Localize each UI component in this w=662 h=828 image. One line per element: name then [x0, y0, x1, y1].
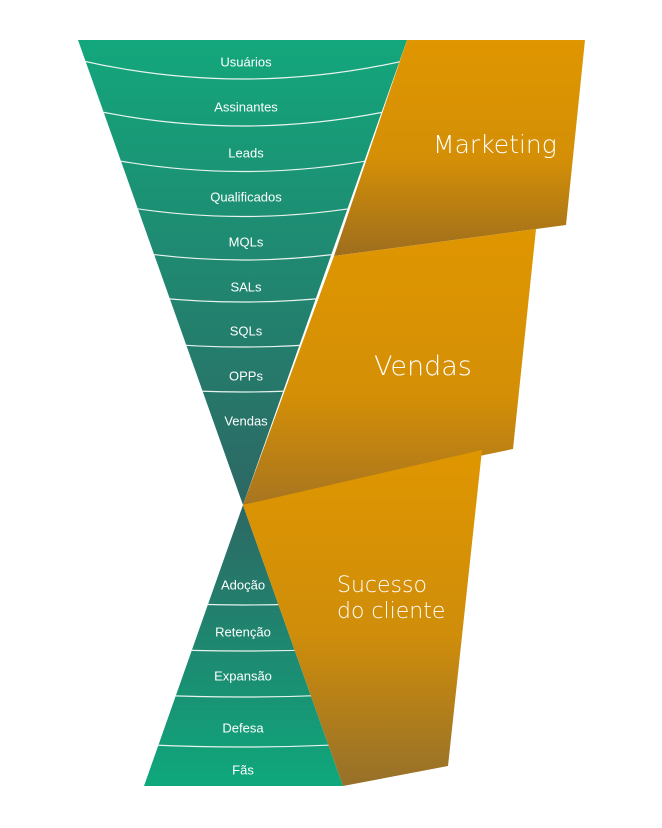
- marketing-title: Marketing: [433, 130, 557, 159]
- sucesso-title-line2: do cliente: [337, 599, 445, 624]
- vendas-title: Vendas: [374, 351, 472, 382]
- stage-label-qualificados: Qualificados: [210, 189, 282, 204]
- stage-label-expansao: Expansão: [214, 668, 272, 683]
- stage-label-defesa: Defesa: [222, 720, 264, 735]
- sucesso-panel: [243, 450, 482, 786]
- vendas-panel: [243, 229, 536, 505]
- stage-label-fas: Fãs: [232, 762, 254, 777]
- stage-label-vendas: Vendas: [224, 413, 268, 428]
- stage-label-opps: OPPs: [229, 368, 263, 383]
- stage-label-mqls: MQLs: [229, 234, 264, 249]
- stage-label-assinantes: Assinantes: [214, 99, 278, 114]
- stage-label-retencao: Retenção: [215, 624, 271, 639]
- sucesso-title-line1: Sucesso: [337, 573, 427, 598]
- stage-label-usuarios: Usuários: [220, 54, 272, 69]
- funnel-bottom-triangle: [144, 505, 343, 786]
- stage-label-adocao: Adoção: [221, 577, 265, 592]
- stage-label-leads: Leads: [228, 145, 264, 160]
- funnel-bottom-dividers: [144, 597, 343, 748]
- stage-label-sqls: SQLs: [230, 323, 263, 338]
- funnel-top-triangle: [78, 40, 407, 505]
- marketing-panel: [334, 40, 585, 256]
- stage-label-sals: SALs: [230, 279, 262, 294]
